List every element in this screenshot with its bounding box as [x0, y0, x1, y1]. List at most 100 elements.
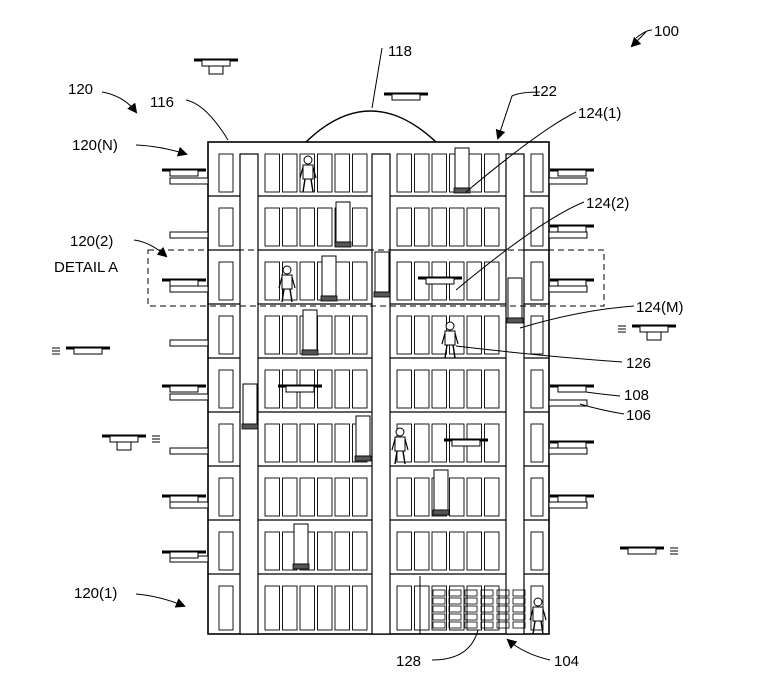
- shelf-cell: [432, 589, 446, 597]
- window: [414, 477, 430, 517]
- vertical-shaft: [505, 153, 525, 635]
- window: [530, 261, 544, 301]
- window: [396, 477, 412, 517]
- drones: [52, 58, 678, 559]
- window: [282, 207, 298, 247]
- transport-unit: [321, 255, 337, 297]
- transport-unit: [454, 147, 470, 189]
- label-122: 122: [532, 83, 557, 100]
- window: [396, 369, 412, 409]
- landing-ledge: [548, 447, 588, 455]
- dome-lead-118: [371, 47, 383, 109]
- shelf-cell: [512, 589, 526, 597]
- landing-ledge: [169, 447, 209, 455]
- landing-ledge: [548, 399, 588, 407]
- delivery-drone: [52, 346, 110, 355]
- window: [431, 153, 447, 193]
- shelf-cell: [512, 613, 526, 621]
- window: [264, 315, 280, 355]
- landing-ledge: [169, 339, 209, 347]
- window: [264, 153, 280, 193]
- delivery-drone: [550, 440, 594, 449]
- window: [218, 261, 234, 301]
- window: [218, 153, 234, 193]
- person: [529, 597, 547, 635]
- window: [352, 369, 368, 409]
- shelf-cell: [448, 613, 462, 621]
- window: [530, 207, 544, 247]
- window: [352, 207, 368, 247]
- window: [218, 423, 234, 463]
- shelf-cell: [448, 589, 462, 597]
- window: [317, 585, 333, 631]
- delivery-drone: [162, 168, 206, 177]
- shelf-cell: [480, 605, 494, 613]
- window: [484, 207, 500, 247]
- window: [218, 315, 234, 355]
- delivery-drone: [418, 276, 462, 285]
- shelf-cell: [496, 605, 510, 613]
- shelf-cell: [496, 597, 510, 605]
- label-124-2: 124(2): [586, 195, 629, 212]
- delivery-drone: [162, 384, 206, 393]
- window: [466, 531, 482, 571]
- delivery-drone: [194, 58, 238, 75]
- window: [466, 369, 482, 409]
- landing-ledge: [548, 177, 588, 185]
- window: [334, 585, 350, 631]
- window: [466, 207, 482, 247]
- label-126: 126: [626, 355, 651, 372]
- window: [484, 585, 500, 631]
- landing-ledge: [169, 393, 209, 401]
- transport-unit-base: [373, 291, 391, 298]
- shelf-cell: [464, 613, 478, 621]
- label-detail-a: DETAIL A: [54, 259, 118, 276]
- building: [169, 141, 588, 635]
- window: [218, 207, 234, 247]
- window: [352, 585, 368, 631]
- window: [530, 315, 544, 355]
- shelf-cell: [480, 621, 494, 629]
- delivery-drone: [162, 494, 206, 503]
- label-120-N: 120(N): [72, 137, 118, 154]
- window: [334, 531, 350, 571]
- label-120-1: 120(1): [74, 585, 117, 602]
- window: [282, 585, 298, 631]
- window: [466, 477, 482, 517]
- shelf-cell: [432, 613, 446, 621]
- delivery-drone: [620, 546, 678, 555]
- dome: [305, 110, 437, 143]
- delivery-drone: [384, 92, 428, 101]
- transport-unit: [374, 251, 390, 293]
- vertical-shaft: [371, 153, 391, 635]
- landing-ledge: [548, 231, 588, 239]
- window: [396, 315, 412, 355]
- person: [391, 427, 409, 465]
- window: [352, 477, 368, 517]
- window: [218, 585, 234, 631]
- window: [484, 261, 500, 301]
- window: [317, 531, 333, 571]
- storage-shelving: [419, 576, 526, 634]
- delivery-drone: [550, 278, 594, 287]
- delivery-drone: [550, 224, 594, 233]
- window: [449, 585, 465, 631]
- shelf-cell: [448, 597, 462, 605]
- window: [484, 423, 500, 463]
- transport-unit: [507, 277, 523, 319]
- window: [484, 477, 500, 517]
- transport-unit-base: [292, 563, 310, 570]
- window: [414, 315, 430, 355]
- transport-unit-base: [453, 187, 471, 194]
- shelf-cell: [480, 589, 494, 597]
- shelf-cell: [480, 597, 494, 605]
- window: [334, 477, 350, 517]
- label-118: 118: [388, 43, 412, 60]
- window: [484, 531, 500, 571]
- window: [396, 153, 412, 193]
- label-120-2: 120(2): [70, 233, 113, 250]
- shelf-cell: [432, 605, 446, 613]
- window: [466, 315, 482, 355]
- window: [530, 369, 544, 409]
- window: [530, 531, 544, 571]
